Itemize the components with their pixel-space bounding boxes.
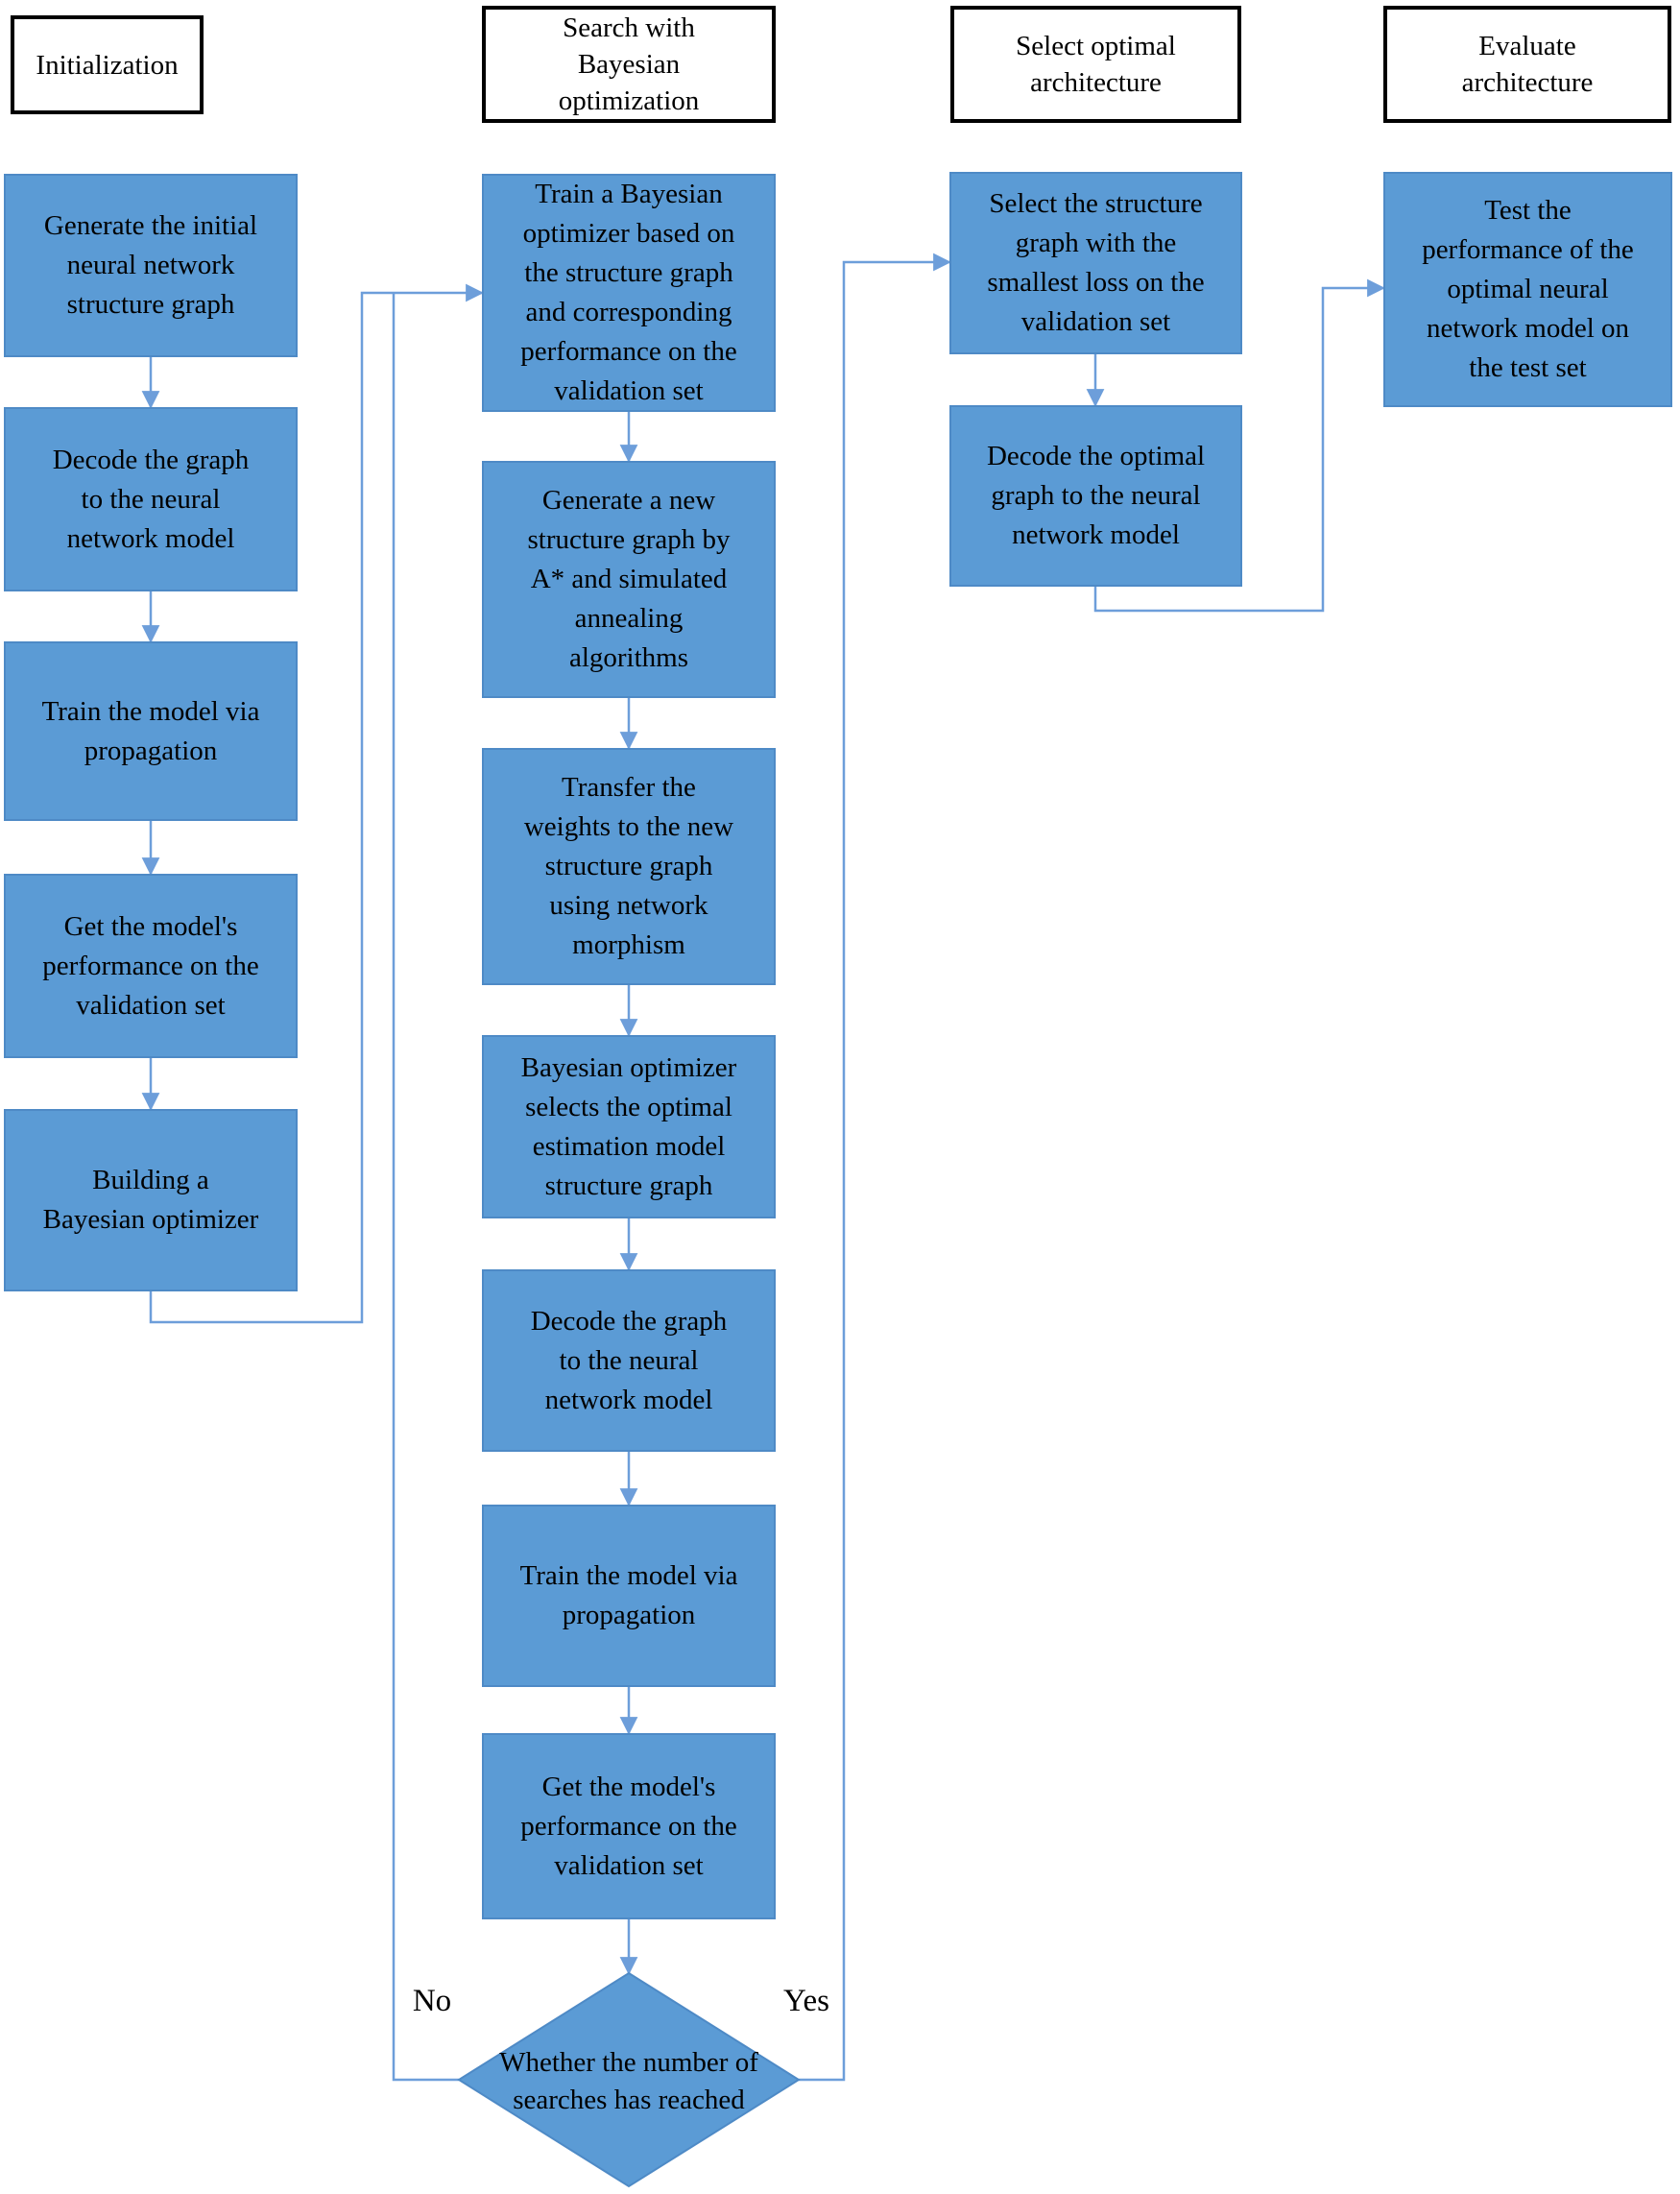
decision-diamond-shape bbox=[457, 1971, 801, 2188]
step-train-model-via-propagation-search: Train the model via propagation bbox=[482, 1505, 776, 1687]
branch-label-yes: Yes bbox=[782, 1984, 830, 2018]
column-header-initialization: Initialization bbox=[11, 15, 204, 114]
step-transfer-weights-network-morphism: Transfer the weights to the new structur… bbox=[482, 748, 776, 985]
step-select-structure-graph-smallest-loss: Select the structure graph with the smal… bbox=[949, 172, 1242, 354]
column-header-search-bayesian-optimization: Search with Bayesian optimization bbox=[482, 6, 776, 123]
column-header-select-optimal-architecture: Select optimal architecture bbox=[950, 6, 1241, 123]
step-train-bayesian-optimizer: Train a Bayesian optimizer based on the … bbox=[482, 174, 776, 412]
arrow-c3-b2-to-c4-b1 bbox=[1093, 278, 1385, 613]
step-decode-graph-to-model-init: Decode the graph to the neural network m… bbox=[4, 407, 298, 591]
step-test-performance-on-test-set: Test the performance of the optimal neur… bbox=[1383, 172, 1672, 407]
decision-diamond-label: Whether the number of searches has reach… bbox=[499, 2047, 758, 2115]
arrow-c1-b5-to-c2-b1 bbox=[149, 283, 484, 1324]
step-train-model-via-propagation-init: Train the model via propagation bbox=[4, 641, 298, 821]
arrow-diamond-yes-to-c3-b1 bbox=[799, 253, 951, 2082]
step-optimizer-selects-estimation-model: Bayesian optimizer selects the optimal e… bbox=[482, 1035, 776, 1218]
branch-label-no: No bbox=[412, 1984, 452, 2018]
step-decode-optimal-graph: Decode the optimal graph to the neural n… bbox=[949, 405, 1242, 587]
step-generate-new-structure-graph: Generate a new structure graph by A* and… bbox=[482, 461, 776, 698]
step-building-bayesian-optimizer: Building a Bayesian optimizer bbox=[4, 1109, 298, 1291]
step-decode-graph-to-model-search: Decode the graph to the neural network m… bbox=[482, 1269, 776, 1452]
column-header-evaluate-architecture: Evaluate architecture bbox=[1383, 6, 1671, 123]
line-diamond-no-loop bbox=[392, 294, 459, 2082]
step-get-performance-validation-search: Get the model's performance on the valid… bbox=[482, 1733, 776, 1919]
step-get-performance-validation-init: Get the model's performance on the valid… bbox=[4, 874, 298, 1058]
step-generate-initial-structure-graph: Generate the initial neural network stru… bbox=[4, 174, 298, 357]
